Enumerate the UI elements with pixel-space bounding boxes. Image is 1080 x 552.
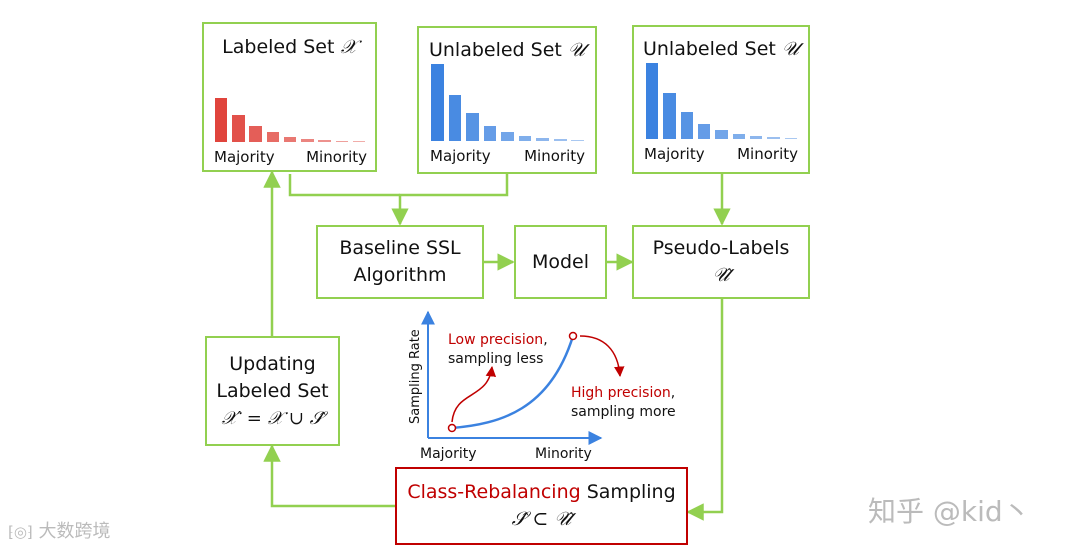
labeled-set-majority-label: Majority: [214, 148, 275, 166]
low-precision-point: [447, 423, 457, 433]
histogram-bar: [732, 133, 746, 139]
low-precision-arrow: [451, 365, 497, 423]
watermark-logo-icon: ⁅◎⁆: [8, 523, 33, 541]
watermark-left: ⁅◎⁆ 大数跨境: [8, 521, 111, 542]
labeled-set-symbol: 𝒳: [340, 36, 357, 58]
labeled-set-box: Labeled Set 𝒳 Majority Minority: [202, 22, 377, 172]
unlabeled-set-1-symbol: 𝒰: [567, 39, 586, 61]
high-precision-note: High precision, sampling more: [571, 385, 676, 420]
high-precision-arrow: [579, 335, 625, 378]
sampling-rate-curve: [451, 335, 575, 430]
unlabeled-set-box-2: Unlabeled Set 𝒰 Majority Minority: [632, 25, 810, 174]
histogram-bar: [335, 140, 348, 142]
histogram-bar: [431, 64, 444, 141]
class-rebalancing-sampling-box: Class-Rebalancing Sampling 𝒮̂ ⊂ 𝒰̂: [395, 467, 688, 545]
histogram-bar: [518, 135, 532, 141]
histogram-bar: [318, 140, 331, 142]
low-precision-note: Low precision, sampling less: [448, 332, 548, 367]
unlabeled-set-1-majority-label: Majority: [430, 147, 491, 165]
histogram-bar: [301, 138, 314, 142]
sampling-title-highlight: Class-Rebalancing: [407, 481, 581, 503]
histogram-bar: [767, 137, 780, 139]
unlabeled-set-1-histogram: [431, 64, 589, 141]
histogram-bar: [283, 136, 297, 142]
labeled-set-histogram: [215, 98, 370, 142]
updating-labeled-set-box: Updating Labeled Set 𝒳′ = 𝒳 ∪ 𝒮̂: [205, 336, 340, 446]
unlabeled-set-1-title: Unlabeled Set 𝒰: [428, 39, 586, 61]
unlabeled-set-2-histogram: [646, 63, 802, 139]
histogram-bar: [352, 140, 366, 142]
histogram-bar: [266, 132, 280, 142]
labeled-to-baseline-connector: [288, 174, 400, 197]
unlabeled-to-baseline-arrow: [391, 174, 509, 226]
unlabeled-set-2-title: Unlabeled Set 𝒰: [642, 38, 800, 60]
histogram-bar: [571, 139, 585, 141]
pseudo-to-sampling-arrow: [686, 299, 724, 521]
histogram-bar: [249, 125, 262, 142]
pseudo-labels-title: Pseudo-Labels: [652, 237, 790, 259]
updating-line2: Labeled Set: [216, 379, 329, 402]
histogram-bar: [448, 94, 462, 141]
high-precision-point: [568, 331, 578, 341]
histogram-bar: [680, 111, 694, 139]
histogram-bar: [663, 93, 676, 139]
updating-line1: Updating: [229, 352, 316, 375]
unlabeled-set-2-symbol: 𝒰: [781, 38, 800, 60]
watermark-right: 知乎 @kid丶: [868, 495, 1031, 528]
sampling-to-updating-arrow: [263, 444, 395, 508]
histogram-bar: [536, 137, 549, 141]
baseline-line1: Baseline SSL: [339, 237, 461, 259]
model-box: Model: [514, 225, 607, 299]
baseline-line2: Algorithm: [353, 264, 447, 286]
histogram-bar: [698, 123, 711, 139]
pseudo-labels-box: Pseudo-Labels 𝒰̂: [632, 225, 810, 299]
baseline-ssl-algorithm-box: Baseline SSL Algorithm: [316, 225, 484, 299]
labeled-set-title: Labeled Set 𝒳: [222, 36, 357, 58]
curve-majority-label: Majority: [420, 446, 477, 462]
histogram-bar: [646, 63, 659, 139]
histogram-bar: [466, 113, 479, 141]
unlabeled-set-2-minority-label: Minority: [737, 145, 798, 163]
updating-formula: 𝒳′ = 𝒳 ∪ 𝒮̂: [221, 407, 324, 429]
histogram-bar: [715, 129, 728, 139]
histogram-bar: [501, 131, 514, 141]
histogram-bar: [750, 135, 763, 139]
unlabeled-set-box-1: Unlabeled Set 𝒰 Majority Minority: [417, 26, 597, 174]
model-label: Model: [531, 250, 590, 273]
histogram-bar: [483, 125, 497, 141]
curve-minority-label: Minority: [535, 446, 592, 462]
sampling-formula: 𝒮̂ ⊂ 𝒰̂: [511, 508, 572, 530]
unlabeled-set-1-minority-label: Minority: [524, 147, 585, 165]
sampling-rate-axis-label: Sampling Rate: [408, 329, 423, 424]
sampling-title-rest: Sampling: [580, 481, 676, 503]
pseudo-labels-symbol: 𝒰̂: [712, 264, 730, 286]
histogram-bar: [553, 139, 567, 141]
sampling-title: Class-Rebalancing Sampling: [407, 479, 675, 506]
histogram-bar: [784, 137, 798, 139]
sampling-curve-chart: [421, 310, 625, 445]
labeled-set-minority-label: Minority: [306, 148, 367, 166]
histogram-bar: [232, 114, 245, 142]
unlabeled-set-2-majority-label: Majority: [644, 145, 705, 163]
histogram-bar: [215, 98, 228, 142]
